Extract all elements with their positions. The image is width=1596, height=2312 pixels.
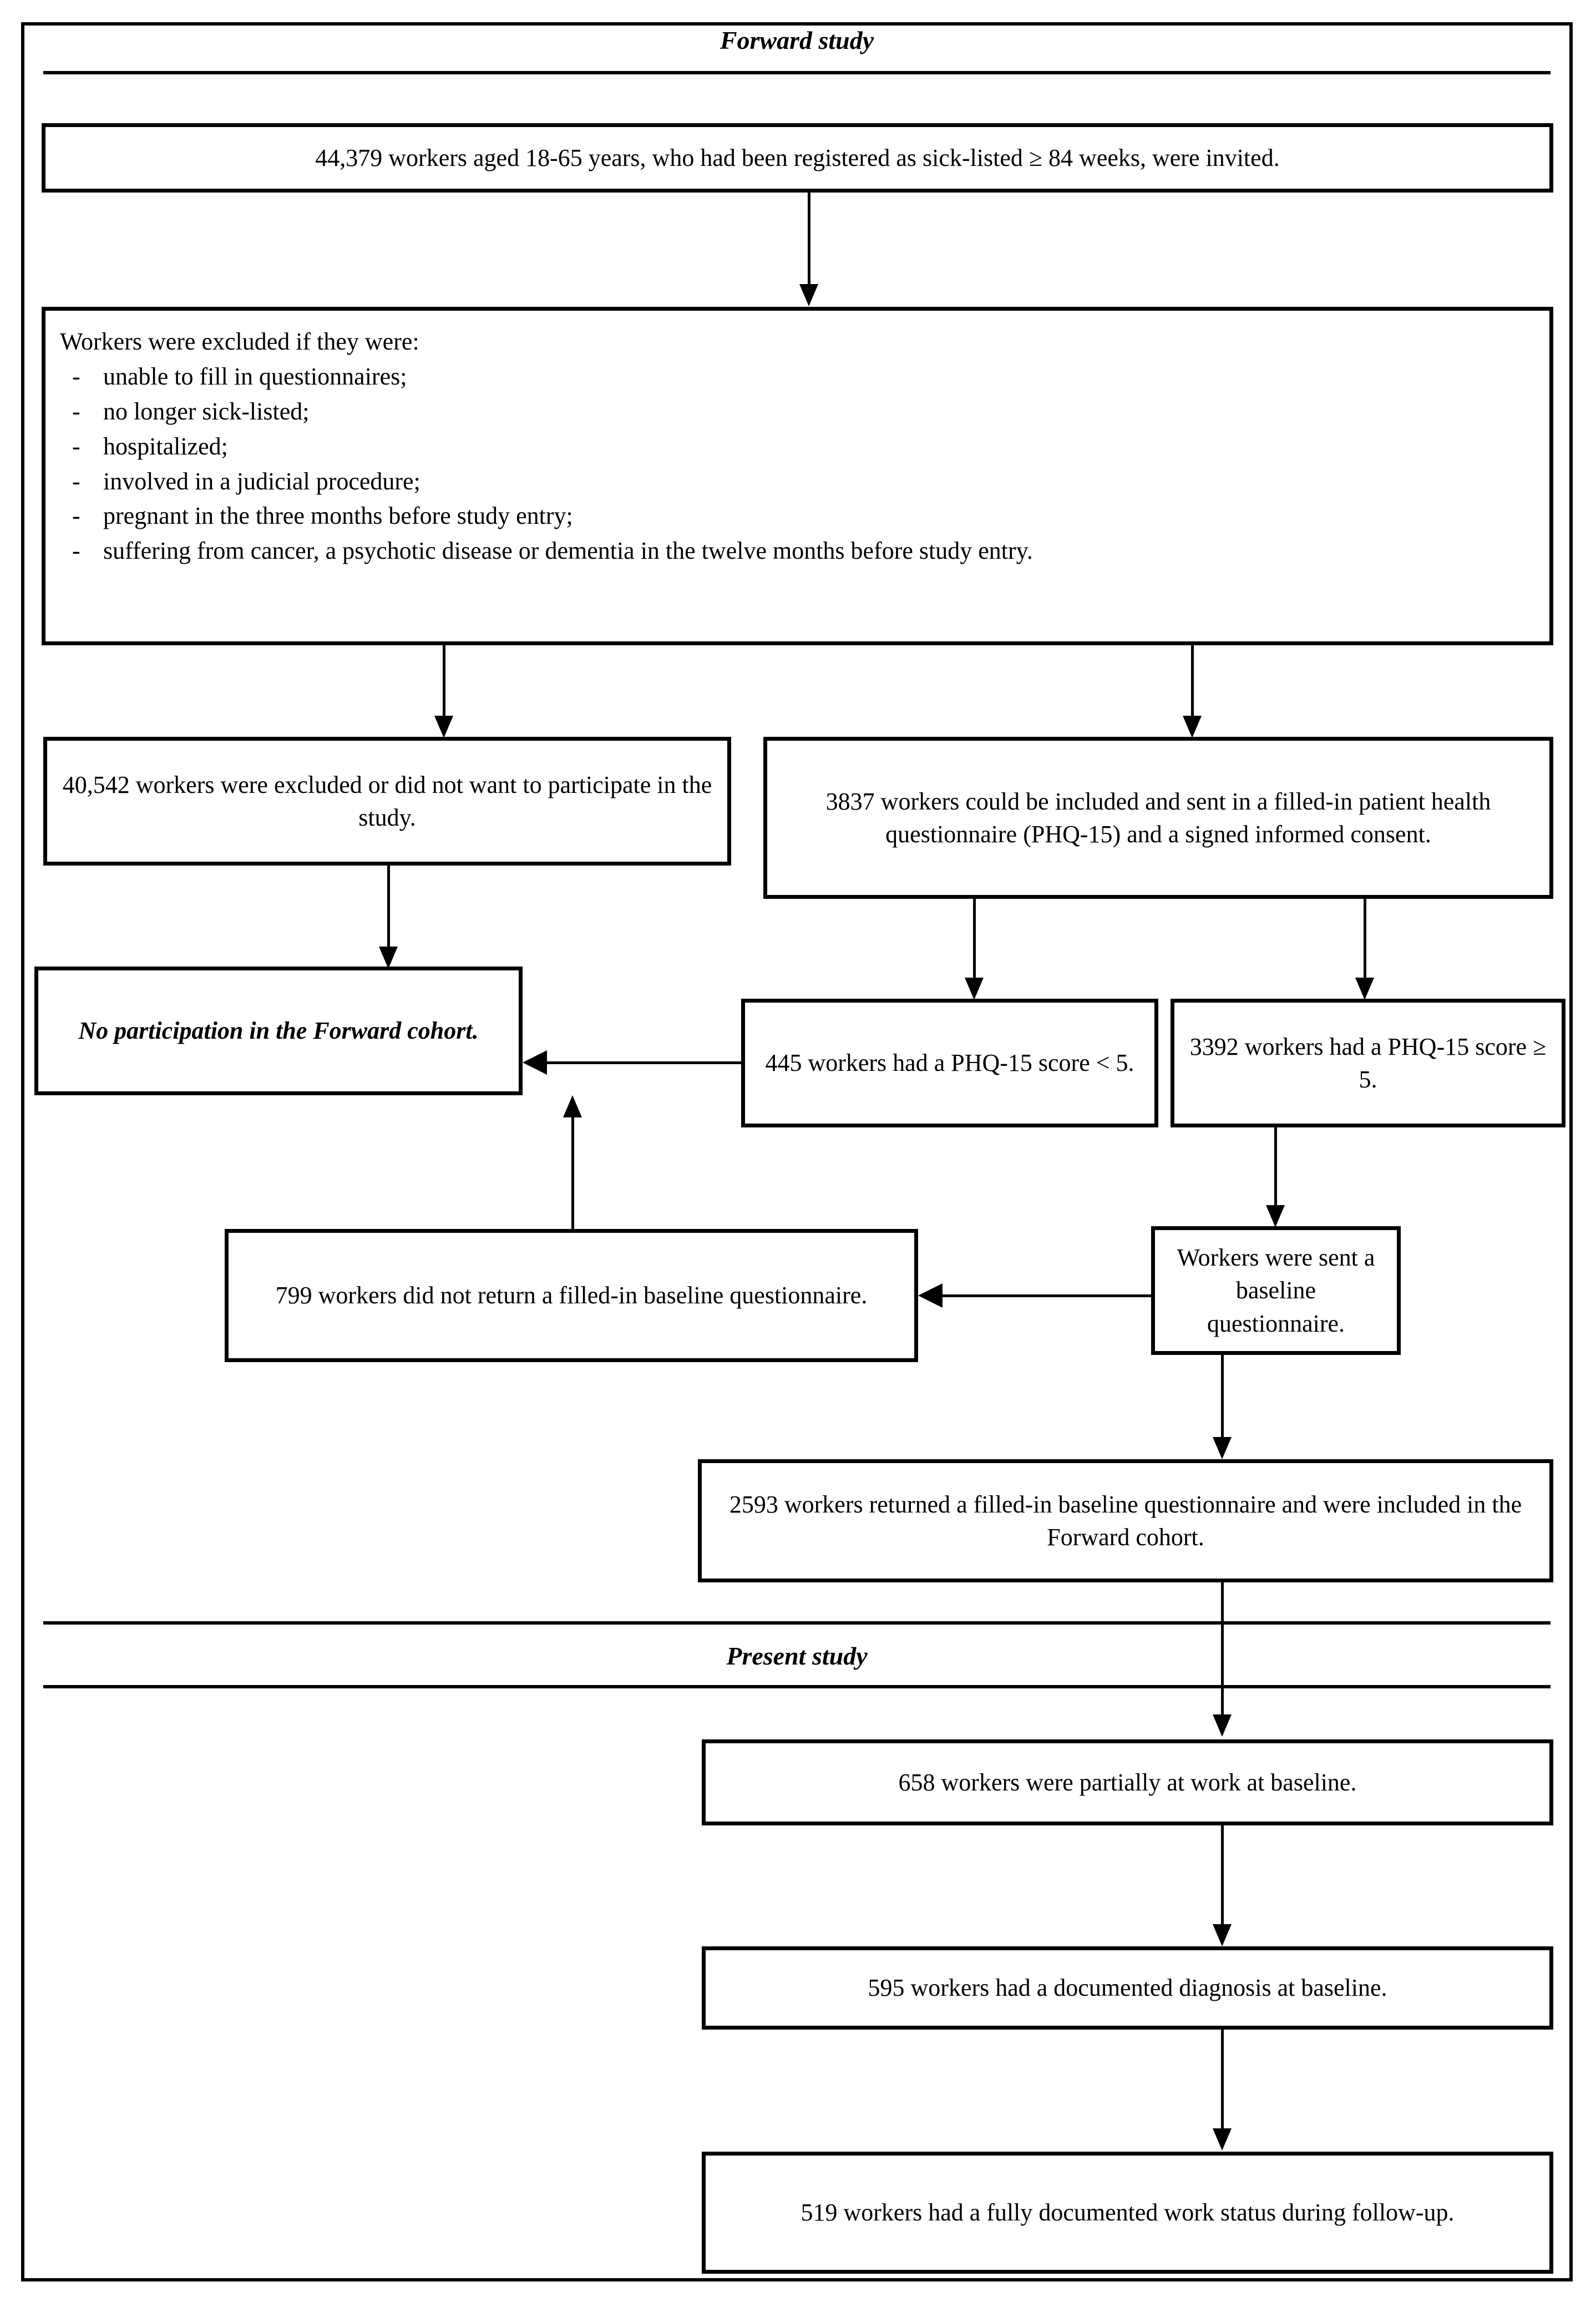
list-dash-marker: - (72, 467, 80, 495)
exclusion-item-text: suffering from cancer, a psychotic disea… (103, 537, 1033, 564)
connector-sent-baseline-to-no-return (943, 1294, 1151, 1297)
section-title-present: Present study (726, 1642, 868, 1670)
exclusion-item: -unable to fill in questionnaires; (72, 360, 1535, 394)
node-phq-low-text: 445 workers had a PHQ-15 score < 5. (765, 1049, 1134, 1077)
node-phq-high-text: 3392 workers had a PHQ-15 score ≥ 5. (1189, 1033, 1547, 1093)
connector-exclusion-to-excluded (443, 645, 445, 717)
connector-included-to-phq-high (1364, 899, 1366, 979)
node-returned-baseline-text: 2593 workers returned a filled-in baseli… (729, 1490, 1522, 1551)
arrowhead-diagnosis-to-work-status (1213, 2128, 1232, 2151)
connector-sent-baseline-to-returned (1221, 1355, 1224, 1438)
arrowhead-returned-to-partially-at-work (1213, 1714, 1232, 1737)
arrowhead-phq-high-to-sent-baseline (1266, 1205, 1285, 1227)
node-invited-text: 44,379 workers aged 18-65 years, who had… (315, 144, 1280, 171)
exclusion-item-text: pregnant in the three months before stud… (103, 502, 573, 530)
node-partially-at-work: 658 workers were partially at work at ba… (702, 1739, 1553, 1825)
connector-exclusion-to-included (1191, 645, 1194, 717)
arrowhead-included-to-phq-low (965, 978, 984, 1000)
list-dash-marker: - (72, 363, 80, 391)
node-sent-baseline-text: Workers were sent a baseline questionnai… (1177, 1243, 1375, 1337)
connector-phq-high-to-sent-baseline (1274, 1127, 1277, 1208)
node-included-text: 3837 workers could be included and sent … (825, 787, 1491, 848)
section-divider-forward (43, 71, 1551, 74)
connector-returned-to-partially-at-work (1221, 1582, 1224, 1716)
exclusion-item: -suffering from cancer, a psychotic dise… (72, 534, 1535, 568)
arrowhead-partially-to-diagnosis (1213, 1924, 1232, 1946)
connector-no-return-to-no-participation (571, 1117, 574, 1231)
exclusion-item: -involved in a judicial procedure; (72, 465, 1535, 499)
connector-included-to-phq-low (973, 899, 976, 979)
exclusion-item-text: involved in a judicial procedure; (103, 467, 420, 495)
node-phq-high: 3392 workers had a PHQ-15 score ≥ 5. (1171, 999, 1565, 1127)
exclusion-item: -no longer sick-listed; (72, 395, 1535, 429)
connector-partially-to-diagnosis (1221, 1825, 1224, 1925)
node-sent-baseline: Workers were sent a baseline questionnai… (1151, 1226, 1401, 1355)
arrowhead-sent-baseline-to-returned (1213, 1437, 1232, 1459)
node-no-participation-text: No participation in the Forward cohort. (78, 1017, 479, 1045)
arrowhead-phq-low-to-no-participation (523, 1050, 547, 1075)
node-excluded-text: 40,542 workers were excluded or did not … (62, 771, 712, 831)
list-dash-marker: - (72, 537, 80, 564)
node-partially-at-work-text: 658 workers were partially at work at ba… (898, 1768, 1357, 1796)
list-dash-marker: - (72, 502, 80, 530)
exclusion-item-text: unable to fill in questionnaires; (103, 363, 407, 391)
arrowhead-included-to-phq-high (1355, 978, 1374, 1000)
node-documented-work-status: 519 workers had a fully documented work … (702, 2152, 1553, 2274)
list-dash-marker: - (72, 432, 80, 460)
figure-outer-frame (21, 22, 1573, 2281)
connector-phq-low-to-no-participation (547, 1061, 742, 1064)
connector-diagnosis-to-work-status (1221, 2030, 1224, 2129)
node-no-participation: No participation in the Forward cohort. (34, 967, 523, 1095)
node-included: 3837 workers could be included and sent … (763, 737, 1553, 899)
node-documented-diagnosis: 595 workers had a documented diagnosis a… (702, 1946, 1553, 2030)
exclusion-item-text: hospitalized; (103, 432, 228, 460)
exclusion-criteria-list: -unable to fill in questionnaires; -no l… (60, 360, 1535, 568)
exclusion-item: -pregnant in the three months before stu… (72, 499, 1535, 533)
arrowhead-excluded-to-no-participation (379, 947, 398, 969)
exclusion-intro-text: Workers were excluded if they were: (60, 328, 419, 355)
list-dash-marker: - (72, 398, 80, 426)
section-divider-present-top (43, 1621, 1551, 1625)
arrowhead-exclusion-to-included (1183, 716, 1202, 738)
exclusion-item: -hospitalized; (72, 430, 1535, 464)
node-excluded: 40,542 workers were excluded or did not … (43, 737, 731, 866)
arrowhead-exclusion-to-excluded (434, 716, 453, 738)
exclusion-item-text: no longer sick-listed; (103, 398, 310, 426)
connector-excluded-to-no-participation (387, 866, 390, 949)
arrowhead-sent-baseline-to-no-return (918, 1283, 943, 1308)
node-returned-baseline: 2593 workers returned a filled-in baseli… (698, 1459, 1553, 1582)
node-documented-work-status-text: 519 workers had a fully documented work … (800, 2199, 1455, 2227)
section-title-forward: Forward study (720, 26, 874, 54)
arrowhead-no-return-to-no-participation (563, 1095, 582, 1117)
arrowhead-invited-to-exclusion (799, 284, 818, 306)
node-invited: 44,379 workers aged 18-65 years, who had… (42, 123, 1553, 193)
node-no-return: 799 workers did not return a filled-in b… (225, 1229, 918, 1362)
connector-invited-to-exclusion (808, 193, 810, 295)
node-no-return-text: 799 workers did not return a filled-in b… (275, 1282, 868, 1309)
node-exclusion-criteria: Workers were excluded if they were: -una… (42, 307, 1553, 645)
node-phq-low: 445 workers had a PHQ-15 score < 5. (741, 999, 1158, 1127)
section-divider-present-bottom (43, 1685, 1551, 1688)
node-documented-diagnosis-text: 595 workers had a documented diagnosis a… (868, 1974, 1387, 2002)
